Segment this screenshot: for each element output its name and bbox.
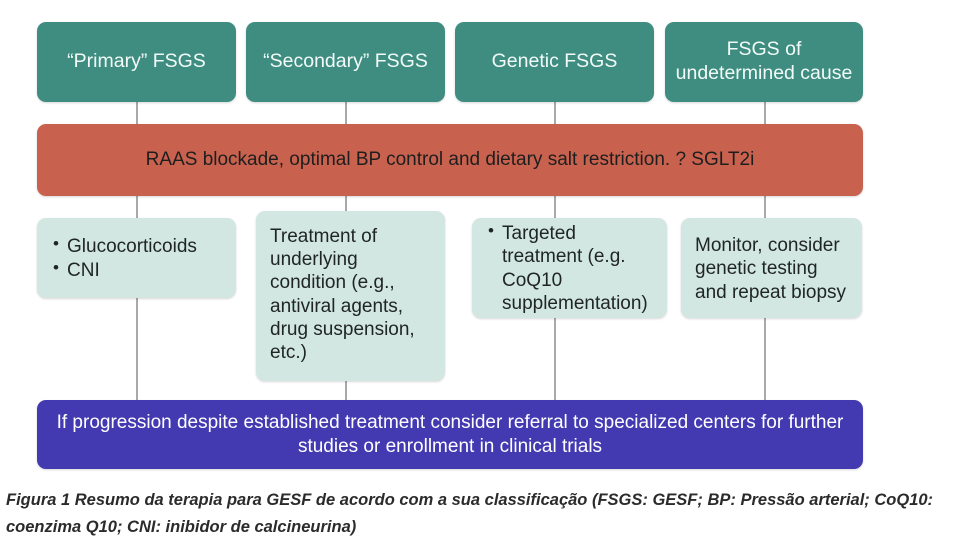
specific-therapy-list-genetic: Targeted treatment (e.g. CoQ10 supplemen…: [486, 221, 653, 316]
classification-box-secondary[interactable]: “Secondary” FSGS: [246, 22, 445, 102]
connector-underlying-to-escalation: [345, 381, 347, 400]
connector-targeted-to-escalation: [554, 318, 556, 400]
specific-therapy-box-undetermined[interactable]: Monitor, consider genetic testing and re…: [681, 218, 862, 318]
classification-label-genetic: Genetic FSGS: [491, 50, 618, 73]
connector-primary-to-raas: [136, 102, 138, 124]
general-therapy-label: RAAS blockade, optimal BP control and di…: [145, 149, 755, 171]
classification-box-undetermined[interactable]: FSGS of undetermined cause: [665, 22, 863, 102]
connector-raas-to-underlying: [345, 196, 347, 218]
specific-therapy-label-undetermined: Monitor, consider genetic testing and re…: [695, 235, 847, 303]
connector-raas-to-targeted: [554, 196, 556, 218]
classification-label-primary: “Primary” FSGS: [67, 50, 206, 73]
connector-monitor-to-escalation: [764, 318, 766, 400]
specific-therapy-box-secondary[interactable]: Treatment of underlying condition (e.g.,…: [256, 211, 445, 381]
connector-raas-to-monitor: [764, 196, 766, 218]
classification-label-secondary: “Secondary” FSGS: [263, 50, 428, 73]
list-item: Targeted treatment (e.g. CoQ10 supplemen…: [486, 221, 653, 315]
specific-therapy-list-primary: Glucocorticoids CNI: [51, 234, 197, 283]
escalation-label: If progression despite established treat…: [56, 412, 844, 457]
classification-label-undetermined: FSGS of undetermined cause: [675, 38, 853, 84]
connector-genetic-to-raas: [554, 102, 556, 124]
general-therapy-box[interactable]: RAAS blockade, optimal BP control and di…: [37, 124, 863, 196]
specific-therapy-box-genetic[interactable]: Targeted treatment (e.g. CoQ10 supplemen…: [472, 218, 667, 318]
figure-caption: Figura 1 Resumo da terapia para GESF de …: [6, 491, 934, 536]
specific-therapy-label-secondary: Treatment of underlying condition (e.g.,…: [270, 226, 415, 363]
connector-secondary-to-raas: [345, 102, 347, 124]
specific-therapy-box-primary[interactable]: Glucocorticoids CNI: [37, 218, 236, 298]
escalation-box[interactable]: If progression despite established treat…: [37, 400, 863, 469]
classification-box-genetic[interactable]: Genetic FSGS: [455, 22, 654, 102]
connector-undetermined-to-raas: [764, 102, 766, 124]
list-item: CNI: [51, 258, 197, 282]
classification-box-primary[interactable]: “Primary” FSGS: [37, 22, 236, 102]
connector-glucocorticoids-to-escalation: [136, 298, 138, 400]
connector-raas-to-glucocorticoids: [136, 196, 138, 218]
list-item: Glucocorticoids: [51, 234, 197, 258]
